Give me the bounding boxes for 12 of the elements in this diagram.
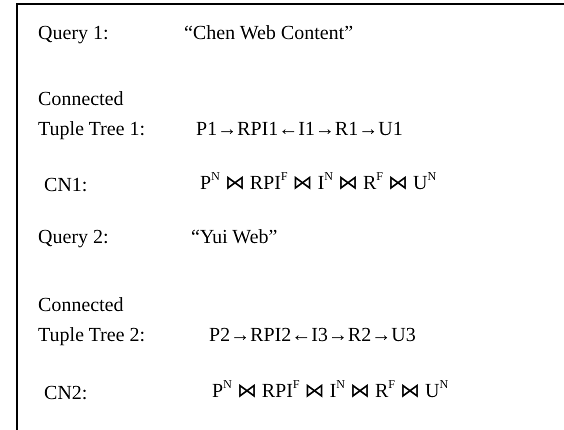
tuple-chain: P1→RPI1←I1→R1→U1 [196,117,403,142]
label: CN1: [44,173,88,198]
label: CN2: [44,381,88,406]
query-text: “Chen Web Content” [184,21,354,46]
label: Connected Tuple Tree 1: [38,87,146,142]
join-expression: P$^{N}$ ⋈ RPI$^{F}$ ⋈ I$^{N}$ ⋈ R$^{F}$ ⋈ U$^{N}$ [200,168,436,196]
query-text: “Yui Web” [191,225,278,250]
join-expression: P$^{N}$ ⋈ RPI$^{F}$ ⋈ I$^{N}$ ⋈ R$^{F}$ ⋈ U$^{N}$ [212,376,448,404]
label: Query 1: [38,21,109,46]
tuple-chain: P2→RPI2←I3→R2→U3 [209,323,416,348]
label: Query 2: [38,225,109,250]
label: Connected Tuple Tree 2: [38,293,146,348]
